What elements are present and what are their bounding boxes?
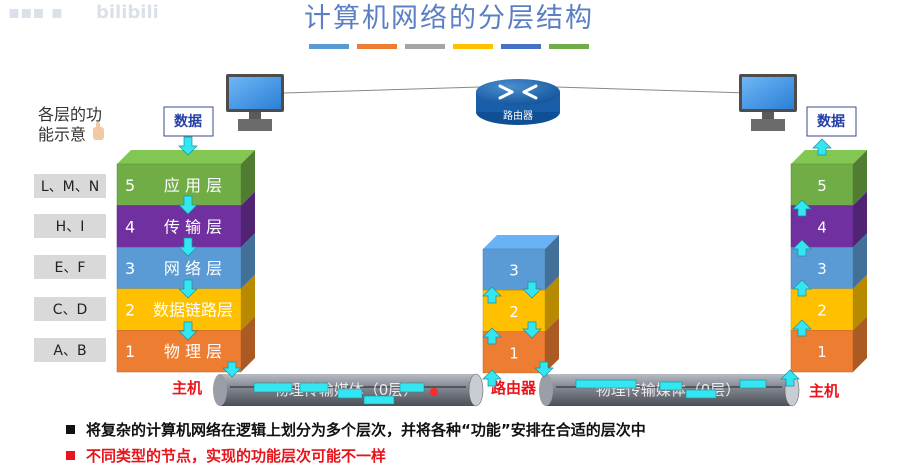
rightStack-num-1: 1 [817,343,827,361]
link-left-host-router [283,86,481,94]
router-stack: 3 2 1 [482,235,559,374]
router-icon: 路由器 [476,79,560,125]
leftStack-num-3: 3 [125,259,135,278]
leftStack-side-1 [241,316,255,372]
leftStack-side-4 [241,191,255,248]
leftStack-num-4: 4 [125,217,135,236]
leftStack-layer-1: 1 物 理 层 [116,316,255,373]
midStack-num-1: 1 [509,344,519,362]
left-host-stack: 5 应 用 层 4 传 输 层 3 网 络 层 2 数据链路层 1 物 理 层 [116,150,255,373]
side-label-0: L、M、N [41,179,99,195]
leftStack-layer-2: 2 数据链路层 [116,274,255,331]
leftStack-top-face [117,150,255,164]
rightStack-num-2: 2 [817,302,827,320]
leftStack-side-3 [241,233,255,289]
side-label-3: C、D [53,302,88,318]
right-computer-icon [739,74,797,131]
leftStack-num-1: 1 [125,342,135,361]
note-1: 将复杂的计算机网络在逻辑上划分为多个层次，并将各种“功能”安排在合适的层次中 [86,421,646,439]
midStack-num-2: 2 [509,303,519,321]
leftStack-name-2: 数据链路层 [153,301,233,320]
midStack-layer-3: 3 [482,235,559,291]
right-host-stack: 5 4 3 2 1 [790,150,867,373]
bullet-black-square [66,425,75,434]
side-label-bg-2 [34,255,106,279]
side-label-bg-1 [34,214,106,238]
right-transmission-media: 物理传输媒体（0层） [539,373,800,407]
midStack-side-1 [545,317,559,373]
leftStack-side-2 [241,274,255,331]
title-bar-5 [549,44,589,49]
title-color-bars [309,44,589,49]
rightStack-num-5: 5 [817,177,827,195]
side-label-4: A、B [53,343,86,359]
side-label-1: H、I [56,219,85,235]
page-title: 计算机网络的分层结构 [304,3,594,34]
leftStack-front-4 [116,205,242,248]
leftStack-name-1: 物 理 层 [164,342,222,361]
left-computer-icon [226,74,284,131]
leftStack-name-5: 应 用 层 [164,176,222,195]
leftStack-name-3: 网 络 层 [164,259,222,278]
side-heading-line1: 各层的功 [38,105,102,124]
midStack-side-2 [545,276,559,332]
flow-arrows [178,136,832,387]
title-bar-1 [357,44,397,49]
left-host-label: 主机 [172,379,202,397]
left-transmission-media: 物理传输媒体（0层） [213,373,484,407]
rightStack-side-2 [853,274,867,331]
rightStack-top-face [791,150,867,164]
leftStack-num-2: 2 [125,301,135,320]
leftStack-front-2 [116,288,242,331]
side-heading-line2: 能示意 [38,125,86,144]
leftStack-num-5: 5 [125,176,135,195]
side-label-bg-0 [34,174,106,198]
side-label-bg-4 [34,338,106,362]
router-node-label: 路由器 [491,379,537,397]
midStack-top-face [483,235,559,249]
rightStack-front-1 [790,330,854,373]
title-bar-4 [501,44,541,49]
leftStack-front-3 [116,246,242,290]
link-router-right-host [555,86,749,94]
watermark-text: bilibili [96,2,159,23]
side-labels: L、M、N H、I E、F C、D A、B [34,174,106,362]
title-bar-2 [405,44,445,49]
leftStack-side-5 [241,150,255,206]
pointer-hand-icon [93,122,104,140]
watermark-logo: ▪▪▪ ▪ [8,2,63,23]
rightStack-side-5 [853,150,867,206]
title-bar-0 [309,44,349,49]
right-data-label: 数据 [817,113,845,130]
leftStack-front-1 [116,330,242,373]
midStack-num-3: 3 [509,262,519,280]
leftStack-layer-5: 5 应 用 层 [116,150,255,206]
rightStack-side-1 [853,316,867,372]
leftStack-front-5 [116,163,242,206]
rightStack-layer-5: 5 [790,150,867,206]
side-label-2: E、F [55,260,86,276]
right-data-box: 数据 [806,106,857,137]
red-laser-dot [430,388,438,396]
side-label-bg-3 [34,297,106,321]
note-2: 不同类型的节点，实现的功能层次可能不一样 [86,447,386,465]
left-data-box: 数据 [163,106,214,137]
rightStack-side-3 [853,233,867,289]
leftStack-layer-3: 3 网 络 层 [116,233,255,290]
rightStack-num-4: 4 [817,218,827,236]
leftStack-layer-4: 4 传 输 层 [116,191,255,248]
right-host-label: 主机 [809,382,839,400]
rightStack-layer-1: 1 [790,316,867,373]
left-data-label: 数据 [174,113,202,130]
bullet-red-square [66,451,75,460]
router-label: 路由器 [503,109,533,122]
rightStack-num-3: 3 [817,260,827,278]
midStack-side-3 [545,235,559,291]
rightStack-side-4 [853,191,867,248]
leftStack-name-4: 传 输 层 [164,217,222,236]
title-bar-3 [453,44,493,49]
